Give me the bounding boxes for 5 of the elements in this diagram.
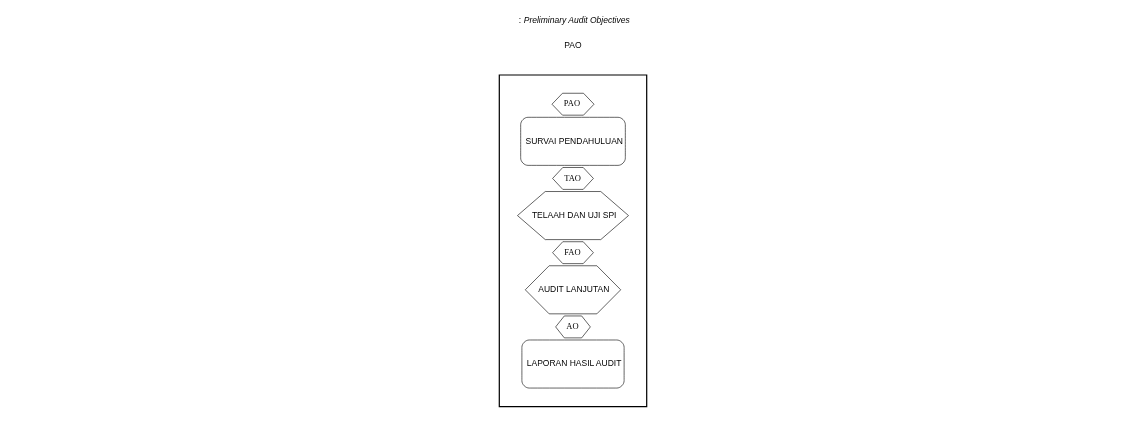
cluster <box>498 74 648 408</box>
node-box: SURVAI PENDAHULUAN <box>520 117 626 166</box>
label: PAO <box>564 40 582 51</box>
label: : Preliminary Audit Objectives <box>518 15 630 26</box>
node-box: LAPORAN HASIL AUDIT <box>521 339 625 389</box>
